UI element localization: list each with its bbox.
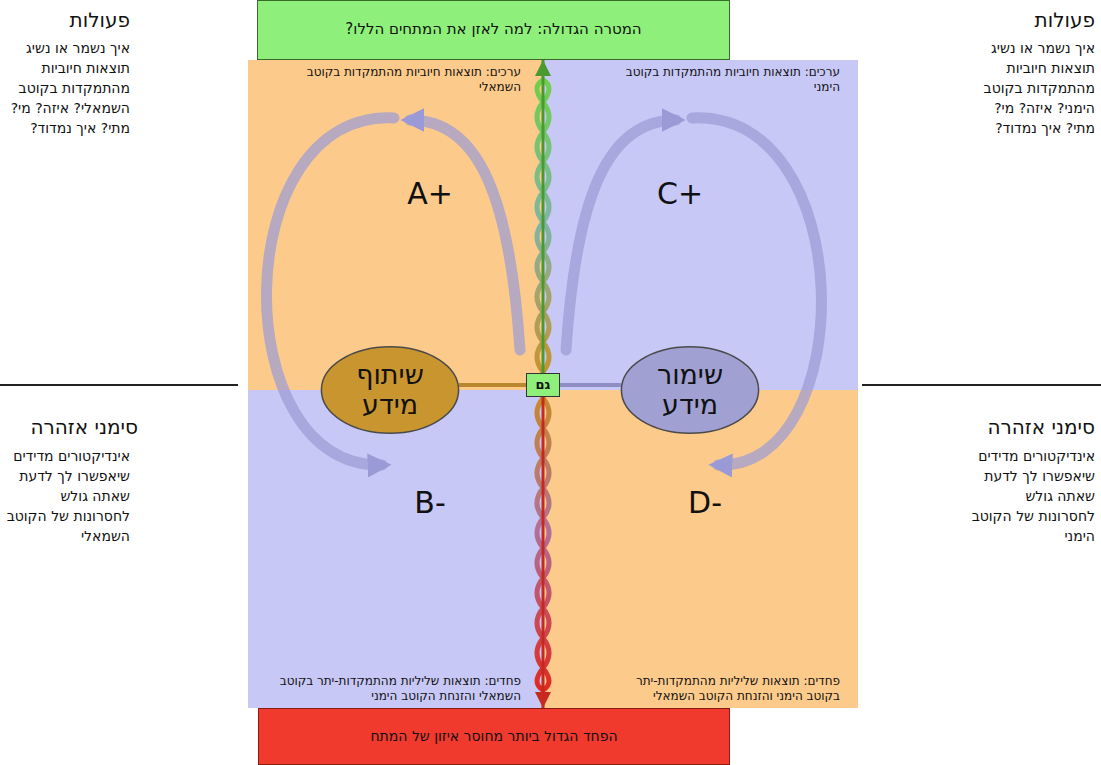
both-box: גם bbox=[526, 373, 560, 397]
braid-strand bbox=[537, 80, 549, 372]
pole-ellipse: שימור מידע bbox=[620, 345, 760, 435]
loop-arrow bbox=[266, 118, 394, 465]
fear-text: הפחד הגדול ביותר מחוסר איזון של המתח bbox=[274, 727, 714, 745]
column-body: איך נשמר או נשיג תוצאות חיוביות מהתמקדות… bbox=[968, 38, 1095, 138]
label-slot: אינדיקטורים מדידים שיאפשרו לך לדעת שאתה … bbox=[4, 446, 130, 546]
connector bbox=[560, 383, 621, 387]
pole-ellipse: שיתוף מידע bbox=[320, 345, 460, 435]
column-heading: סימני אזהרה bbox=[4, 415, 138, 439]
pole-text: שימור מידע bbox=[640, 360, 740, 419]
braid-strand bbox=[537, 398, 549, 690]
quadrant: ערכים: תוצאות חיוביות מהתמקדות בקוטב השמ… bbox=[248, 60, 543, 390]
quadrant-text: פחדים: תוצאות שליליות מהתמקדות-יתר בקוטב… bbox=[271, 674, 521, 704]
braid-strand bbox=[537, 398, 549, 690]
label-slot: אינדיקטורים מדידים שיאפשרו לך לדעת שאתה … bbox=[968, 446, 1095, 546]
both-text: גם bbox=[530, 377, 556, 393]
quadrant: פחדים: תוצאות שליליות מהתמקדות-יתר בקוטב… bbox=[248, 390, 543, 708]
loop-arrow bbox=[410, 120, 520, 350]
label-slot: איך נשמר או נשיג תוצאות חיוביות מהתמקדות… bbox=[4, 38, 130, 138]
quadrant-letter: C+ bbox=[645, 177, 715, 212]
quadrant-text: ערכים: תוצאות חיוביות מהתמקדות בקוטב הימ… bbox=[600, 65, 840, 95]
goal-box: המטרה הגדולה: למה לאזן את המתחים הללו? bbox=[257, 0, 730, 60]
label-slot: פעולות bbox=[955, 8, 1095, 32]
column-heading: פעולות bbox=[955, 8, 1095, 32]
quadrant: פחדים: תוצאות שליליות מהתמקדות-יתר בקוטב… bbox=[543, 390, 858, 708]
pole-text: שיתוף מידע bbox=[340, 360, 440, 419]
quadrant-letter: D- bbox=[670, 486, 740, 521]
column-body: איך נשמר או נשיג תוצאות חיוביות מהתמקדות… bbox=[4, 38, 130, 138]
connector bbox=[459, 383, 526, 387]
label-slot: פעולות bbox=[4, 8, 130, 32]
quadrant-text: ערכים: תוצאות חיוביות מהתמקדות בקוטב השמ… bbox=[271, 65, 521, 95]
braid-strand bbox=[537, 80, 549, 372]
separator-line bbox=[862, 384, 1101, 386]
column-heading: סימני אזהרה bbox=[945, 415, 1095, 439]
column-body: אינדיקטורים מדידים שיאפשרו לך לדעת שאתה … bbox=[4, 446, 130, 546]
fear-box: הפחד הגדול ביותר מחוסר איזון של המתח bbox=[258, 708, 730, 765]
column-body: אינדיקטורים מדידים שיאפשרו לך לדעת שאתה … bbox=[968, 446, 1095, 546]
quadrant-text: פחדים: תוצאות שליליות מהתמקדות-יתר בקוטב… bbox=[600, 674, 840, 704]
loop-arrow bbox=[692, 118, 821, 465]
connector bbox=[542, 60, 545, 373]
loop-arrow bbox=[566, 120, 676, 350]
goal-text: המטרה הגדולה: למה לאזן את המתחים הללו? bbox=[329, 20, 659, 40]
label-slot: סימני אזהרה bbox=[945, 415, 1095, 439]
connector bbox=[542, 397, 545, 708]
label-slot: איך נשמר או נשיג תוצאות חיוביות מהתמקדות… bbox=[968, 38, 1095, 138]
quadrant: ערכים: תוצאות חיוביות מהתמקדות בקוטב הימ… bbox=[543, 60, 858, 390]
quadrant-letter: B- bbox=[395, 486, 465, 521]
label-slot: סימני אזהרה bbox=[4, 415, 138, 439]
column-heading: פעולות bbox=[4, 8, 130, 32]
quadrant-letter: A+ bbox=[395, 177, 465, 212]
separator-line bbox=[0, 384, 238, 386]
